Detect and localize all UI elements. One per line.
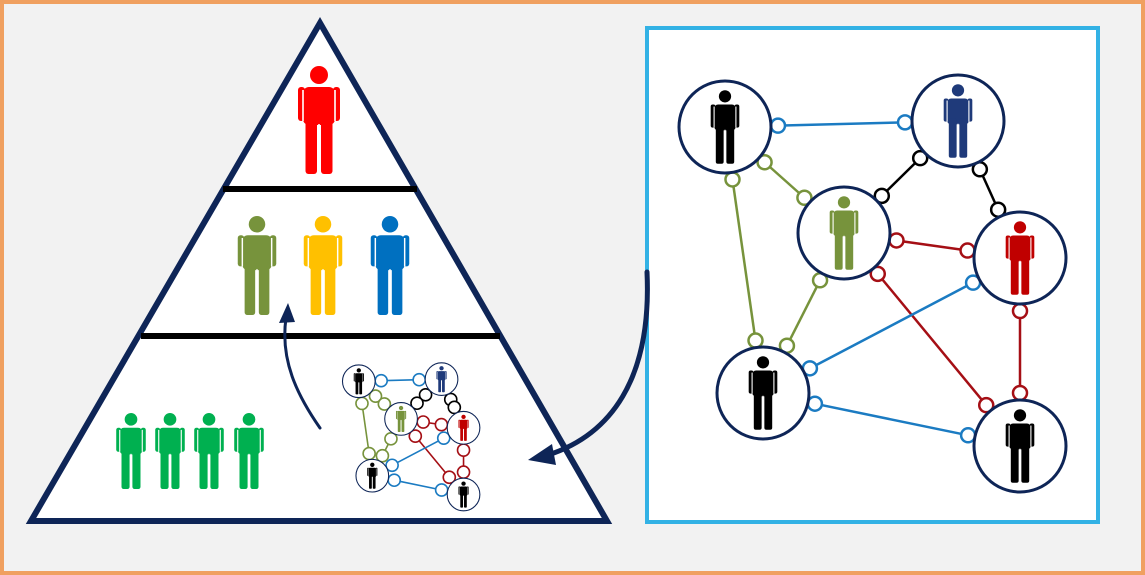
- network-link-n5-n4: [809, 281, 974, 370]
- link-terminal-icon: [756, 154, 773, 171]
- arrow-head-icon: [528, 444, 556, 465]
- link-terminal-icon: [385, 458, 399, 473]
- link-terminal-icon: [456, 465, 471, 479]
- network-node-n5: [715, 345, 811, 441]
- link-terminal-icon: [873, 187, 891, 205]
- link-terminal-icon: [747, 332, 764, 349]
- network-node-n6: [446, 477, 481, 512]
- network-link-n3-n4: [896, 239, 968, 252]
- link-terminal-icon: [434, 483, 449, 497]
- network-node-n3: [384, 402, 418, 436]
- person-icon: [458, 481, 469, 508]
- network-node-n4: [972, 210, 1068, 306]
- network-link-n5-n4: [391, 437, 445, 467]
- person-icon: [710, 90, 740, 164]
- link-terminal-icon: [911, 149, 929, 167]
- link-terminal-icon: [368, 389, 383, 403]
- link-terminal-icon: [418, 387, 433, 402]
- link-terminal-icon: [410, 396, 424, 411]
- person-icon: [237, 216, 277, 316]
- person-icon: [353, 368, 364, 395]
- link-terminal-icon: [896, 114, 914, 131]
- link-terminal-icon: [456, 443, 471, 457]
- pyramid: [25, 17, 613, 524]
- person-icon: [370, 216, 410, 316]
- network-node-n6: [972, 398, 1068, 494]
- network-link-n5-n6: [394, 479, 442, 491]
- network-link-n3-n5: [785, 279, 822, 347]
- person-icon: [367, 462, 378, 489]
- link-terminal-icon: [959, 242, 976, 259]
- person-icon: [829, 196, 859, 270]
- network-nodes: [341, 362, 481, 512]
- network-node-n2: [910, 73, 1006, 169]
- link-terminal-icon: [355, 396, 369, 411]
- curved-arrow-icon: [283, 316, 322, 430]
- link-terminal-icon: [375, 448, 390, 463]
- network-link-terminals: [355, 372, 471, 497]
- link-terminal-icon: [442, 470, 457, 485]
- person-icon: [303, 216, 343, 316]
- network-link-n1-n2: [777, 121, 906, 127]
- link-terminal-icon: [377, 397, 392, 411]
- network-link-n5-n6: [814, 402, 969, 437]
- person-icon: [234, 413, 264, 489]
- link-terminal-icon: [387, 473, 402, 488]
- link-terminal-icon: [977, 396, 995, 414]
- network-link-n3-n6: [414, 435, 450, 478]
- person-icon: [298, 66, 340, 174]
- network-node-n1: [677, 79, 773, 175]
- person-icon: [458, 414, 469, 441]
- link-terminal-icon: [888, 232, 905, 249]
- network-link-n3-n6: [876, 273, 988, 406]
- network-link-terminals: [724, 114, 1029, 444]
- network-link-n1-n3: [763, 161, 806, 199]
- link-terminal-icon: [412, 372, 427, 387]
- network-link-n1-n5: [731, 179, 757, 341]
- network-thumbnail: [341, 362, 481, 512]
- person-icon: [1005, 409, 1035, 483]
- person-icon: [1005, 221, 1035, 295]
- curved-arrow-icon: [545, 269, 650, 458]
- network-node-n1: [341, 364, 376, 399]
- network-box: [645, 26, 1100, 524]
- person-icon: [155, 413, 185, 489]
- link-terminal-icon: [408, 429, 423, 443]
- arrow-head-icon: [279, 303, 295, 323]
- person-icon: [943, 84, 973, 158]
- person-icon: [436, 366, 447, 393]
- network-node-n3: [796, 185, 892, 281]
- link-terminal-icon: [434, 417, 449, 432]
- network-link-n2-n3: [880, 157, 922, 197]
- link-terminal-icon: [384, 432, 398, 446]
- person-icon: [395, 405, 407, 432]
- network-links: [731, 121, 1022, 437]
- network-node-n5: [355, 458, 390, 493]
- person-icon: [748, 356, 778, 430]
- network-node-n2: [424, 362, 459, 396]
- link-terminal-icon: [796, 189, 813, 206]
- network-nodes: [677, 73, 1068, 494]
- link-terminal-icon: [1011, 302, 1029, 320]
- link-terminal-icon: [724, 171, 741, 188]
- arrow-network-to-pyramid: [528, 269, 650, 465]
- link-terminal-icon: [1011, 384, 1029, 402]
- arrow-base-to-middle: [279, 303, 322, 430]
- link-terminal-icon: [447, 400, 462, 415]
- link-terminal-icon: [362, 446, 376, 461]
- link-terminal-icon: [416, 415, 431, 429]
- link-terminal-icon: [769, 117, 787, 134]
- network-link-n1-n5: [361, 403, 370, 454]
- person-icon: [116, 413, 146, 489]
- link-terminal-icon: [374, 373, 389, 388]
- person-icon: [194, 413, 224, 489]
- network-graph: [677, 73, 1068, 494]
- link-terminal-icon: [869, 265, 887, 283]
- network-node-n4: [446, 410, 481, 445]
- link-terminal-icon: [436, 431, 451, 446]
